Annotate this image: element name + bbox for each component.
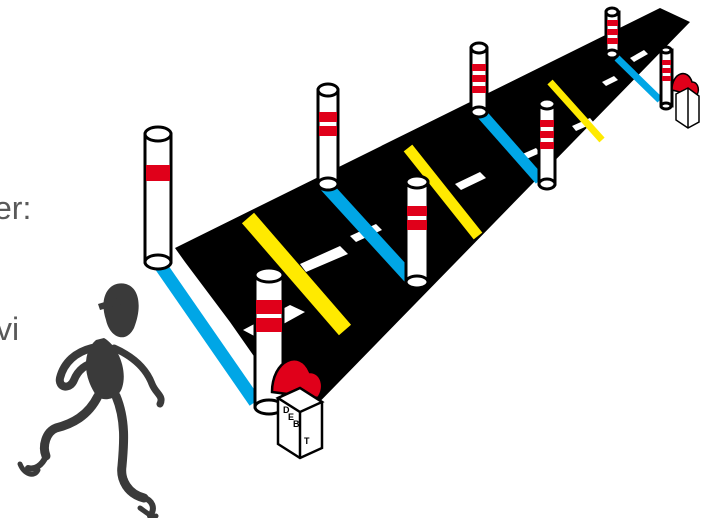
far-road-sign-icon: [671, 72, 700, 129]
yellow-lines: [241, 79, 605, 336]
sign-letter-e: E: [288, 412, 294, 422]
slide-text-line-1: er:: [0, 190, 32, 226]
blue-lines: [152, 55, 663, 406]
sign-letter-b: B: [293, 419, 300, 429]
runner-icon: [17, 283, 165, 518]
road-icon: [175, 8, 690, 422]
slide-text-line-2: vi: [0, 311, 20, 347]
sign-letter-t: T: [304, 436, 310, 446]
road-sign-letters: D E B T: [283, 405, 310, 446]
sign-letter-d: D: [283, 405, 290, 415]
road-sign-icon: [270, 358, 325, 460]
bollard-icon: [143, 6, 674, 416]
